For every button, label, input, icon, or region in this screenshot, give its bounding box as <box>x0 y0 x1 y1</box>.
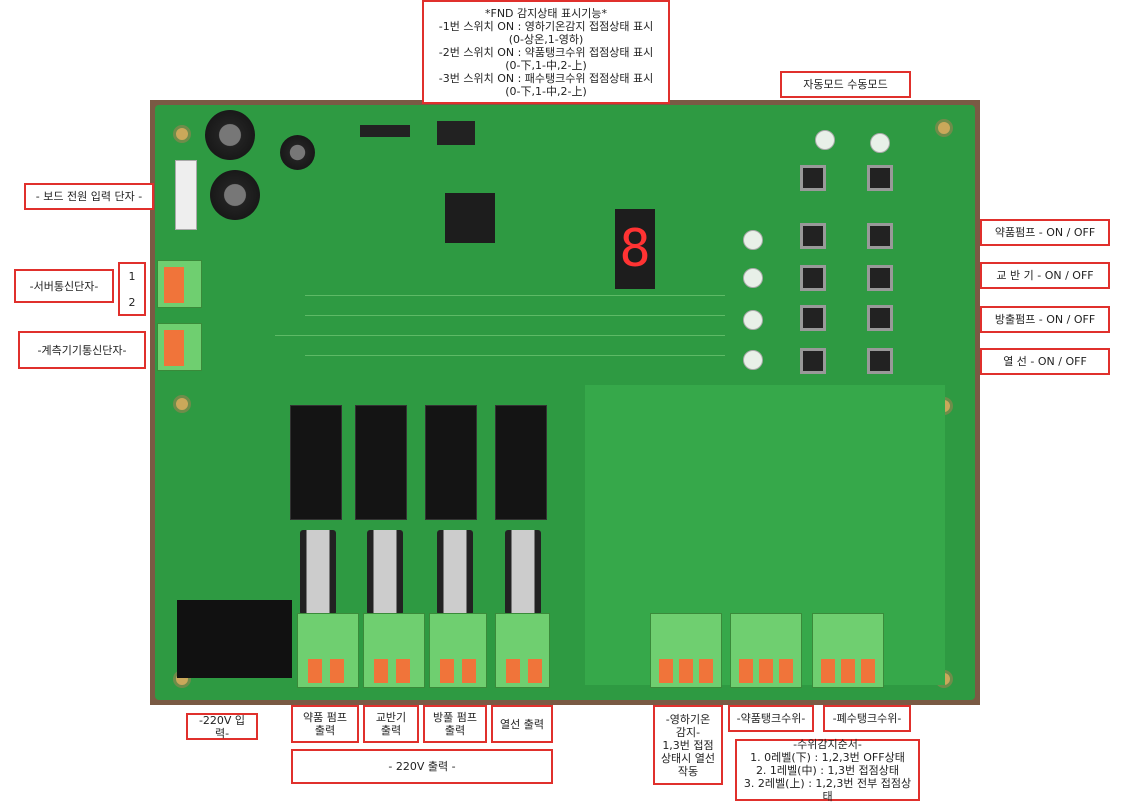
fuse <box>300 530 336 615</box>
sensor-terminal <box>812 613 884 688</box>
dip-switch[interactable] <box>437 121 475 145</box>
auto-mode-led <box>815 130 835 150</box>
capacitor <box>280 135 315 170</box>
agitator-label: 교 반 기 - ON / OFF <box>980 262 1110 289</box>
heater-button[interactable] <box>800 348 826 374</box>
discharge-pump-label: 방출펌프 - ON / OFF <box>980 306 1110 333</box>
freeze-detect-label: -영하기온 감지- 1,3번 접점 상태시 열선 작동 <box>653 705 723 785</box>
sensor-terminal <box>650 613 722 688</box>
manual-mode-button[interactable] <box>867 165 893 191</box>
sensor-terminal <box>730 613 802 688</box>
discharge-pump-button[interactable] <box>867 305 893 331</box>
relay <box>290 405 342 520</box>
meter-comm-label: -계측기기통신단자- <box>18 331 146 369</box>
output-220v-label: - 220V 출력 - <box>291 749 553 784</box>
chem-pump-label: 약품펌프 - ON / OFF <box>980 219 1110 246</box>
heater-button[interactable] <box>867 348 893 374</box>
out-discharge-label: 방풀 펌프 출력 <box>423 705 487 743</box>
auto-mode-button[interactable] <box>800 165 826 191</box>
fnd-display: 8 <box>615 209 655 289</box>
server-comm-label: -서버통신단자- <box>14 269 114 303</box>
agitator-button[interactable] <box>800 265 826 291</box>
manual-mode-led <box>870 133 890 153</box>
relay <box>495 405 547 520</box>
out-agitator-label: 교반기 출력 <box>363 705 419 743</box>
output-terminal <box>429 613 487 688</box>
input-220v-label: -220V 입력- <box>186 713 258 740</box>
relay <box>425 405 477 520</box>
led <box>743 350 763 370</box>
mount-hole <box>173 125 191 143</box>
out-chem-pump-label: 약품 펌프 출력 <box>291 705 359 743</box>
server-comm-terminal <box>157 260 202 308</box>
meter-comm-terminal <box>157 323 202 371</box>
fuse <box>437 530 473 615</box>
led <box>743 230 763 250</box>
output-terminal <box>297 613 359 688</box>
mode-label: 자동모드 수동모드 <box>780 71 911 98</box>
heater-label: 열 선 - ON / OFF <box>980 348 1110 375</box>
fuse <box>367 530 403 615</box>
pin-header <box>360 125 410 137</box>
server-pin-label: 1 2 <box>118 262 146 316</box>
agitator-button[interactable] <box>867 265 893 291</box>
level-order-label: -수위감지순서- 1. 0레벨(下) : 1,2,3번 OFF상태 2. 1레벨… <box>735 738 920 803</box>
fuse <box>505 530 541 615</box>
power-input-terminal <box>177 600 292 678</box>
capacitor <box>205 110 255 160</box>
mount-hole <box>173 395 191 413</box>
capacitor <box>210 170 260 220</box>
out-heater-label: 열선 출력 <box>491 705 553 743</box>
power-input-label: - 보드 전원 입력 단자 - <box>24 183 154 210</box>
waste-tank-level-label: -폐수탱크수위- <box>823 705 911 732</box>
mount-hole <box>935 119 953 137</box>
power-connector <box>175 160 197 230</box>
relay <box>355 405 407 520</box>
chem-pump-button[interactable] <box>867 223 893 249</box>
chem-tank-level-label: -약품탱크수위- <box>728 705 814 732</box>
pcb-board: 8 <box>155 105 975 700</box>
output-terminal <box>363 613 425 688</box>
chem-pump-button[interactable] <box>800 223 826 249</box>
output-terminal <box>495 613 550 688</box>
led <box>743 310 763 330</box>
fnd-function-label: *FND 감지상태 표시기능* -1번 스위치 ON : 영하기온감지 접점상태… <box>422 0 670 104</box>
discharge-pump-button[interactable] <box>800 305 826 331</box>
mcu-chip <box>445 193 495 243</box>
led <box>743 268 763 288</box>
